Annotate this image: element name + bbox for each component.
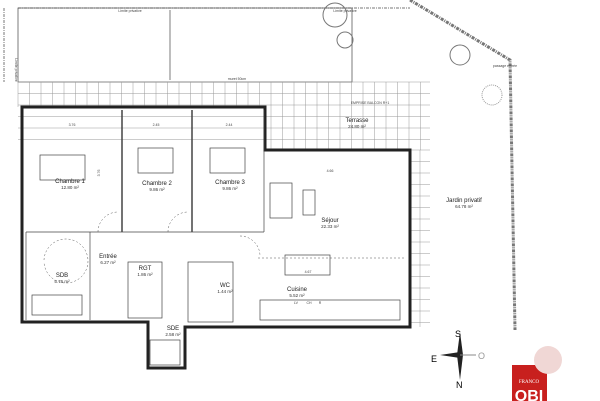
appliance-r: R <box>319 301 322 305</box>
agency-logo: FRANCO OBI <box>512 346 562 401</box>
side-limit-label: Limite privative <box>14 58 18 81</box>
svg-text:Séjour: Séjour <box>321 218 338 224</box>
svg-text:5.76 m²: 5.76 m² <box>54 279 70 284</box>
svg-text:FRANCO: FRANCO <box>519 380 540 385</box>
balcony-label: EMPRISE BALCON R+1 <box>351 101 390 105</box>
compass-arrow-icon <box>457 332 463 355</box>
svg-text:WC: WC <box>220 283 231 289</box>
dimension-vertical: 3.76 <box>97 170 101 177</box>
room-wc: WC1.44 m² <box>217 283 233 294</box>
room-chambre-1: Chambre 112.80 m² <box>55 179 85 190</box>
svg-text:1.44 m²: 1.44 m² <box>217 289 233 294</box>
limit-right-label: Limite privative <box>333 9 356 13</box>
svg-text:Terrasse: Terrasse <box>345 118 369 124</box>
apartment-walls <box>20 105 412 370</box>
svg-text:RGT: RGT <box>139 266 152 272</box>
dimension-chambre-2: 2.45 <box>153 123 160 127</box>
svg-text:SDB: SDB <box>56 273 68 279</box>
svg-text:24.80 m²: 24.80 m² <box>348 124 366 129</box>
entry-passage-label: passage entrée <box>493 64 517 68</box>
svg-text:5.52 m²: 5.52 m² <box>289 293 305 298</box>
compass-west: O <box>478 351 485 361</box>
svg-text:Jardin privatif: Jardin privatif <box>446 198 482 204</box>
svg-text:22.33 m²: 22.33 m² <box>321 224 339 229</box>
limit-left-label: Limite privative <box>118 9 141 13</box>
door-swings <box>43 211 261 284</box>
dimension-sejour: 4.66 <box>327 169 334 173</box>
terrace-tiling <box>17 81 430 327</box>
svg-text:SDE: SDE <box>167 326 179 332</box>
svg-text:Entrée: Entrée <box>99 254 117 260</box>
svg-text:Cuisine: Cuisine <box>287 287 308 293</box>
upper-garden <box>3 0 517 331</box>
svg-text:1.86 m²: 1.86 m² <box>137 272 153 277</box>
svg-text:64.78 m²: 64.78 m² <box>455 204 473 209</box>
svg-text:9.86 m²: 9.86 m² <box>222 186 238 191</box>
compass: S E O N <box>431 329 485 390</box>
svg-text:2.58 m²: 2.58 m² <box>165 332 181 337</box>
dimension-chambre-3: 2.44 <box>226 123 233 127</box>
dimension-chambre-1: 3.76 <box>69 123 76 127</box>
appliance-ch: CH <box>306 301 312 305</box>
svg-text:Chambre 2: Chambre 2 <box>142 181 172 187</box>
dimension-table: 4.67 <box>305 270 312 274</box>
svg-text:OBI: OBI <box>515 388 543 401</box>
svg-text:Chambre 1: Chambre 1 <box>55 179 85 185</box>
svg-text:12.80 m²: 12.80 m² <box>61 185 79 190</box>
low-wall-label: muret 50cm <box>228 77 247 81</box>
svg-text:6.27 m²: 6.27 m² <box>100 260 116 265</box>
svg-text:Chambre 3: Chambre 3 <box>215 180 245 186</box>
svg-text:9.86 m²: 9.86 m² <box>149 187 165 192</box>
compass-east: E <box>431 354 437 364</box>
compass-south: S <box>455 329 461 339</box>
compass-north: N <box>456 380 463 390</box>
room-chambre-3: Chambre 39.86 m² <box>215 180 245 191</box>
room-chambre-2: Chambre 29.86 m² <box>142 181 172 192</box>
appliance-lv: LV <box>294 301 299 305</box>
